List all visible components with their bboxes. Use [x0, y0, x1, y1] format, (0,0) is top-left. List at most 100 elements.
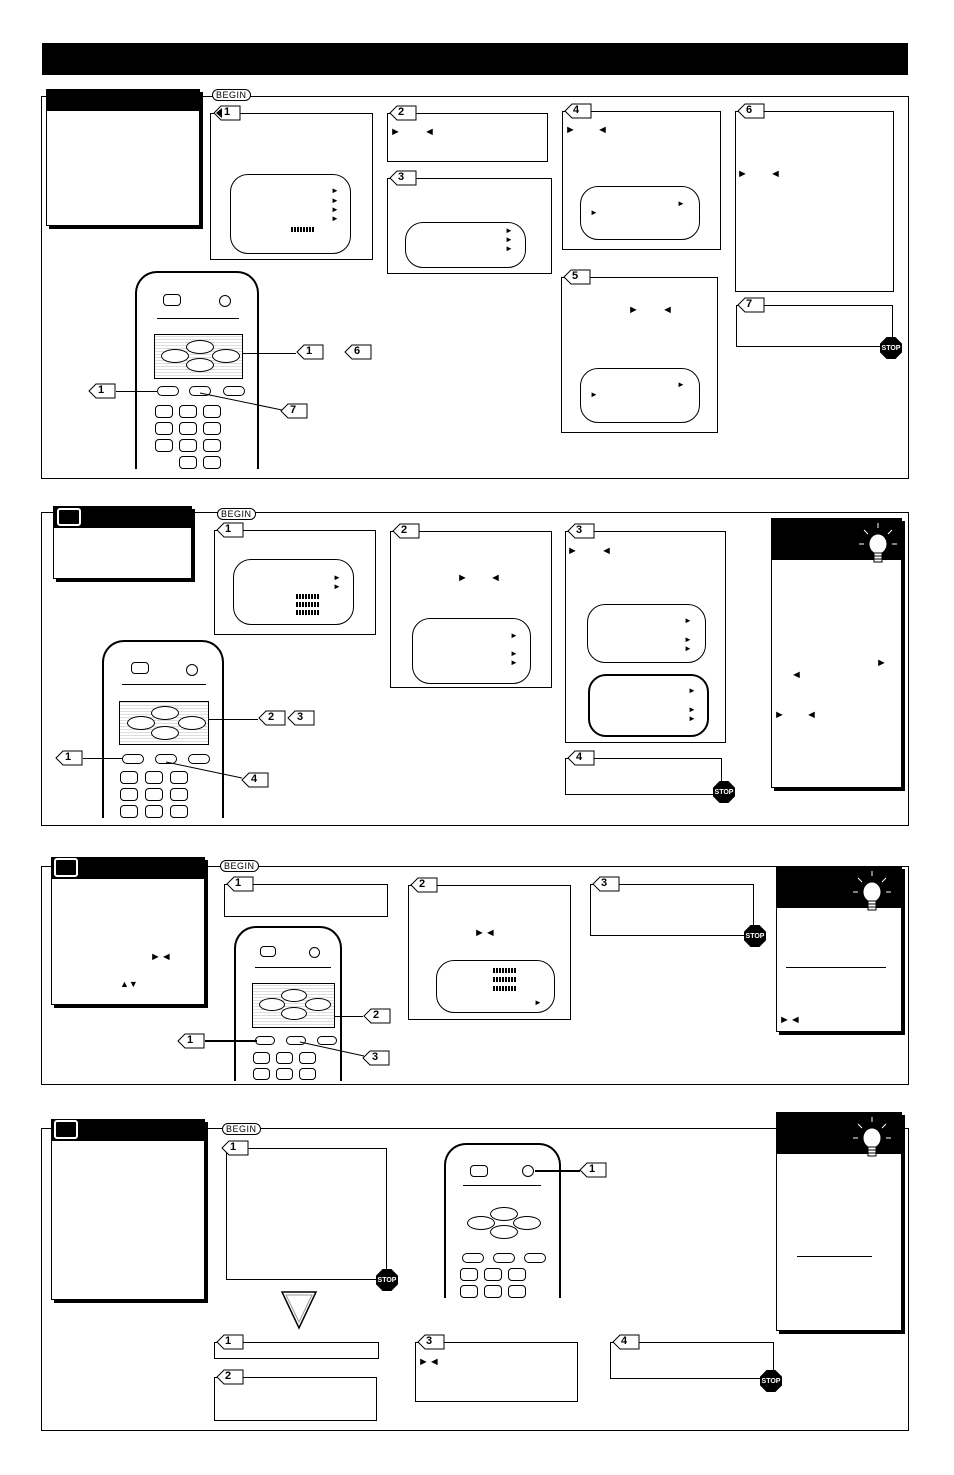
remote-button — [286, 1036, 306, 1045]
right-arrow-icon: ► — [565, 124, 576, 136]
step-number: 4 — [621, 1335, 628, 1347]
menu-arrow: ► — [333, 573, 341, 582]
tv-menu-screen — [405, 222, 526, 268]
step-number: 1 — [187, 1034, 194, 1046]
callout-line — [199, 392, 283, 411]
level-bar — [296, 610, 320, 615]
step-number: 1 — [98, 384, 105, 396]
remote-button — [178, 716, 206, 730]
step-2-badge — [392, 523, 420, 539]
right-arrow-icon: ► — [737, 168, 748, 180]
remote-button — [508, 1285, 526, 1298]
hint-title-bar — [776, 866, 902, 908]
step-4-badge — [564, 103, 592, 119]
step-number: 2 — [398, 106, 405, 118]
step-number: 2 — [268, 711, 275, 723]
level-bar — [291, 227, 315, 232]
remote-button — [186, 358, 214, 372]
section-4-title-bar — [51, 1119, 205, 1141]
remote-button — [299, 1068, 316, 1080]
callout-line — [242, 353, 296, 354]
stop-sign-icon: STOP — [376, 1269, 398, 1291]
remote-button — [484, 1285, 502, 1298]
step-5-badge — [563, 269, 591, 285]
remote-button — [179, 405, 197, 418]
menu-arrow: ► — [331, 214, 339, 223]
menu-arrow: ► — [505, 244, 513, 253]
step-number: 1 — [225, 523, 232, 535]
down-triangle-icon — [280, 1291, 318, 1330]
section-1-intro-panel — [46, 89, 200, 226]
callout-badge — [177, 1033, 205, 1049]
remote-button — [203, 439, 221, 452]
remote-divider — [255, 967, 331, 968]
stop-sign-icon: STOP — [880, 337, 902, 359]
tv-menu-screen — [580, 368, 700, 423]
remote-button — [131, 662, 149, 674]
begin-label: BEGIN — [217, 508, 256, 520]
step-number: 4 — [573, 104, 580, 116]
left-arrow-icon: ◄ — [424, 126, 435, 138]
remote-button — [155, 422, 173, 435]
step-number: 7 — [746, 298, 753, 310]
remote-button — [462, 1253, 484, 1263]
hint-panel — [771, 518, 902, 788]
remote-button — [276, 1068, 293, 1080]
level-bar — [296, 594, 320, 599]
menu-arrow: ► — [688, 686, 696, 695]
remote-divider — [157, 318, 239, 319]
s3-step-3-box — [590, 884, 754, 936]
right-arrow-icon: ► — [567, 545, 578, 557]
remote-button — [179, 422, 197, 435]
left-arrow-icon: ◄ — [597, 124, 608, 136]
remote-button — [151, 726, 179, 740]
callout-badge — [241, 772, 269, 788]
tv-menu-screen — [588, 674, 709, 737]
callout-badge — [280, 403, 308, 419]
right-arrow-icon: ► — [876, 657, 887, 669]
tv-menu-screen — [230, 174, 351, 254]
step-number: 3 — [398, 171, 405, 183]
step-number: 3 — [576, 524, 583, 536]
remote-button — [490, 1225, 518, 1239]
menu-arrow: ► — [684, 644, 692, 653]
callout-line — [165, 761, 243, 779]
remote-button — [155, 754, 177, 764]
callout-badge — [55, 750, 83, 766]
callout-line — [116, 391, 157, 392]
right-left-arrows-icon: ►◄ — [150, 951, 172, 963]
right-arrow-icon: ► — [774, 709, 785, 721]
menu-arrow: ► — [505, 235, 513, 244]
remote-button — [281, 989, 307, 1002]
section-4-intro-panel — [51, 1119, 205, 1300]
callout-badge — [344, 344, 372, 360]
right-arrow-icon: ► — [628, 304, 639, 316]
step-number: 3 — [601, 877, 608, 889]
menu-arrow: ► — [534, 998, 542, 1007]
callout-line — [335, 1016, 363, 1017]
remote-button — [259, 998, 285, 1011]
tv-menu-screen — [587, 604, 706, 663]
remote-button — [299, 1052, 316, 1064]
menu-arrow: ► — [684, 616, 692, 625]
remote-button — [145, 771, 163, 784]
up-down-arrows-icon: ▲▼ — [120, 979, 138, 989]
step-number: 2 — [225, 1370, 232, 1382]
remote-divider — [463, 1185, 541, 1186]
begin-label: BEGIN — [222, 1123, 261, 1135]
step-3-badge — [567, 523, 595, 539]
remote-button — [276, 1052, 293, 1064]
s1-step-6-box — [735, 111, 894, 292]
section-2-title-bar — [53, 506, 192, 528]
remote-button — [179, 456, 197, 469]
step-1-badge — [216, 1334, 244, 1350]
remote-button — [145, 788, 163, 801]
step-1-badge — [213, 105, 241, 121]
begin-label: BEGIN — [212, 89, 251, 101]
menu-arrow: ► — [510, 658, 518, 667]
remote-button — [186, 664, 198, 676]
remote-button — [170, 788, 188, 801]
remote-button — [203, 422, 221, 435]
remote-button — [145, 805, 163, 818]
remote-button — [317, 1036, 337, 1045]
